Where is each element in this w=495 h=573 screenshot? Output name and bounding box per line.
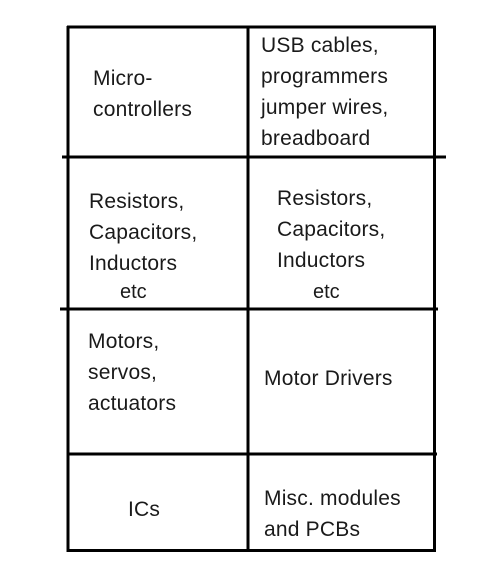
cell-line: Capacitors, xyxy=(277,218,386,241)
cell-line: Inductors xyxy=(277,249,366,272)
cell-line: breadboard xyxy=(261,127,371,150)
cell-line: Misc. modules xyxy=(264,487,401,510)
cell-line: programmers xyxy=(261,65,389,88)
cell-line: Motor Drivers xyxy=(264,367,393,390)
cell-microcontrollers: Micro- controllers xyxy=(93,63,192,125)
cell-passives-right: Resistors, Capacitors, Inductors xyxy=(277,183,385,276)
cell-line: servos, xyxy=(88,361,158,384)
cell-passives-left: Resistors, Capacitors, Inductors xyxy=(89,186,197,279)
cell-line: Capacitors, xyxy=(89,221,198,244)
cell-line: ICs xyxy=(128,498,161,521)
cell-line: USB cables, xyxy=(261,34,379,57)
cell-line: Resistors, xyxy=(89,190,185,213)
cell-line: Resistors, xyxy=(277,187,373,210)
cell-line: and PCBs xyxy=(264,518,361,541)
cell-line: Inductors xyxy=(89,252,178,275)
cell-line: actuators xyxy=(88,392,177,415)
cell-line: Motors, xyxy=(88,330,160,353)
cell-line: Micro- xyxy=(93,67,153,90)
cell-cables-tools: USB cables, programmers jumper wires, br… xyxy=(261,30,388,154)
cell-ics: ICs xyxy=(128,494,160,525)
cell-line: controllers xyxy=(93,98,193,121)
cell-etc-right: etc xyxy=(313,281,340,303)
cell-etc-left: etc xyxy=(120,281,147,303)
cell-motor-drivers: Motor Drivers xyxy=(264,363,393,394)
cell-line: jumper wires, xyxy=(261,96,389,119)
cell-motors: Motors, servos, actuators xyxy=(88,326,176,419)
cell-misc-modules: Misc. modules and PCBs xyxy=(264,483,401,545)
